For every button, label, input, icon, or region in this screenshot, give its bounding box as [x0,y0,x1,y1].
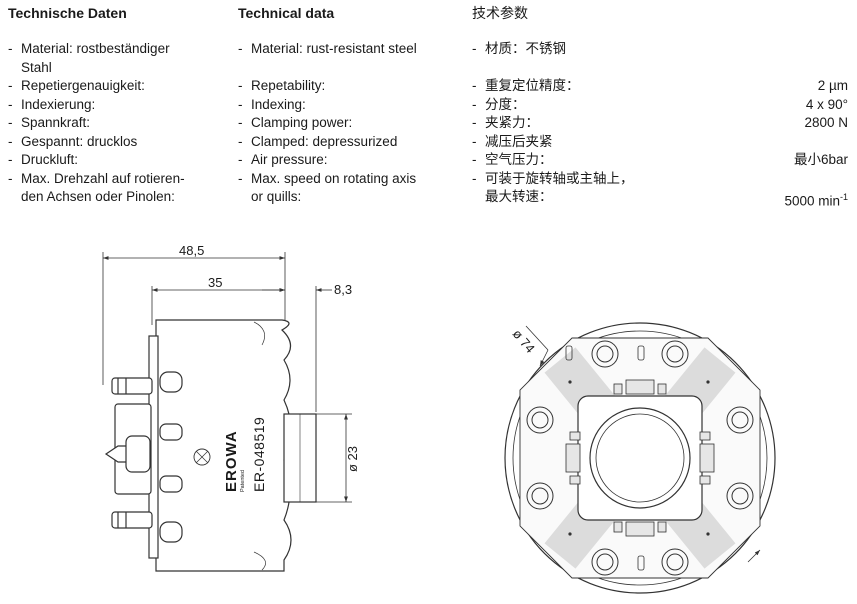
spec-row-air-pressure: -Druckluft: [8,152,79,167]
spec-row-clamped: -Clamped: depressurized [238,133,398,149]
spec-row-material-cont: Stahl [8,59,230,78]
spec-row-indexing: -Indexing: [238,96,306,112]
spec-label: 重复定位精度： [485,78,580,93]
spec-label: 材质：不锈钢 [485,41,566,56]
dim-outer-diameter: ø 74 [510,326,538,356]
spec-label: Clamping power: [251,115,353,130]
spec-value: 2 µm [817,78,848,93]
spec-label: 空气压力： [485,152,553,167]
column-header: Technical data [238,5,335,21]
spec-row-material: -材质：不锈钢 [472,41,566,56]
spec-label: Spannkraft: [21,115,91,130]
column-header: Technische Daten [8,5,127,21]
side-view-drawing [102,252,352,572]
spec-row-max-speed: -Max. Drehzahl auf rotieren- [8,170,185,186]
spec-value: 最小6bar [793,152,848,167]
spec-row-max-speed: -可装于旋转轴或主轴上， [472,170,634,186]
spec-label: Max. Drehzahl auf rotieren- [21,170,185,186]
spec-label: Stahl [21,59,52,75]
spec-label: Repetability: [251,78,326,93]
spec-list: -Material: rust-resistant steel -Repetab… [238,40,468,207]
speed-value: 5000 min [784,193,840,209]
spec-list: -材质：不锈钢 -重复定位精度：2 µm -分度：4 x 90° -夹紧力：28… [472,40,848,209]
spec-row-clamping-force: -Clamping power: [238,115,353,130]
spec-label: Repetiergenauigkeit: [21,78,145,93]
spec-label: Indexing: [251,96,306,112]
spec-row-clamped: -Gespannt: drucklos [8,133,138,149]
spec-label: 最大转速： [485,189,553,204]
spec-value: 2800 N [804,115,848,130]
front-view-drawing [504,322,776,594]
column-header: 技术参数 [472,5,528,21]
spec-row-max-speed-cont: 最大转速： 5000 min-1 [472,188,848,209]
spec-label: Gespannt: drucklos [21,133,138,149]
spec-label: 夹紧力： [485,115,539,130]
spec-row-air-pressure: -空气压力：最小6bar [472,151,848,170]
spec-row-clamped: -减压后夹紧 [472,133,553,149]
spec-row-repeatability: -Repetability: [238,78,326,93]
spec-row-max-speed-cont: or quills: [238,188,468,207]
spec-label: Max. speed on rotating axis [251,170,417,186]
spec-row-indexing: -分度：4 x 90° [472,96,848,115]
dim-overall-length: 48,5 [179,243,204,258]
spec-row-max-speed-cont: den Achsen oder Pinolen: [8,188,230,207]
spec-label: Indexierung: [21,96,96,112]
spec-row-material: -Material: rust-resistant steel [238,41,417,56]
spec-label: Clamped: depressurized [251,133,398,149]
dim-body-length: 35 [208,275,222,290]
spec-label: den Achsen oder Pinolen: [21,189,175,204]
spec-column-english: Technical data -Material: rust-resistant… [238,4,468,207]
spec-row-material: -Material: rostbeständiger [8,41,170,56]
spec-label: Druckluft: [21,152,79,167]
spec-label: 减压后夹紧 [485,133,553,149]
spec-row-clamping-force: -夹紧力：2800 N [472,114,848,133]
spec-row-clamping-force: -Spannkraft: [8,115,91,130]
spec-label: Material: rust-resistant steel [251,41,417,56]
spec-column-german: Technische Daten -Material: rostbeständi… [8,4,230,207]
spec-row-repeatability: -Repetiergenauigkeit: [8,78,145,93]
spec-label: or quills: [251,189,302,204]
spec-label: 可装于旋转轴或主轴上， [485,170,634,186]
brand-logo-text: EROWA [223,430,240,492]
spec-row-max-speed: -Max. speed on rotating axis [238,170,417,186]
part-number-text: ER-048519 [251,417,267,492]
spec-column-chinese: 技术参数 -材质：不锈钢 -重复定位精度：2 µm -分度：4 x 90° -夹… [472,4,848,209]
brand-sub-text: Patented [240,470,246,492]
spec-label: Material: rostbeständiger [21,41,170,56]
spec-value: 5000 min-1 [784,188,848,211]
speed-unit-exponent: -1 [839,192,848,202]
dim-spigot-diameter: ø 23 [345,446,360,472]
spec-row-repeatability: -重复定位精度：2 µm [472,77,848,96]
spec-row-indexing: -Indexierung: [8,96,96,112]
spec-value: 4 x 90° [805,96,848,112]
dim-spigot-length: 8,3 [334,282,352,297]
spec-label: Air pressure: [251,152,328,167]
spec-row-air-pressure: -Air pressure: [238,152,328,167]
spec-label: 分度： [485,96,526,112]
spec-list: -Material: rostbeständiger Stahl -Repeti… [8,40,230,207]
